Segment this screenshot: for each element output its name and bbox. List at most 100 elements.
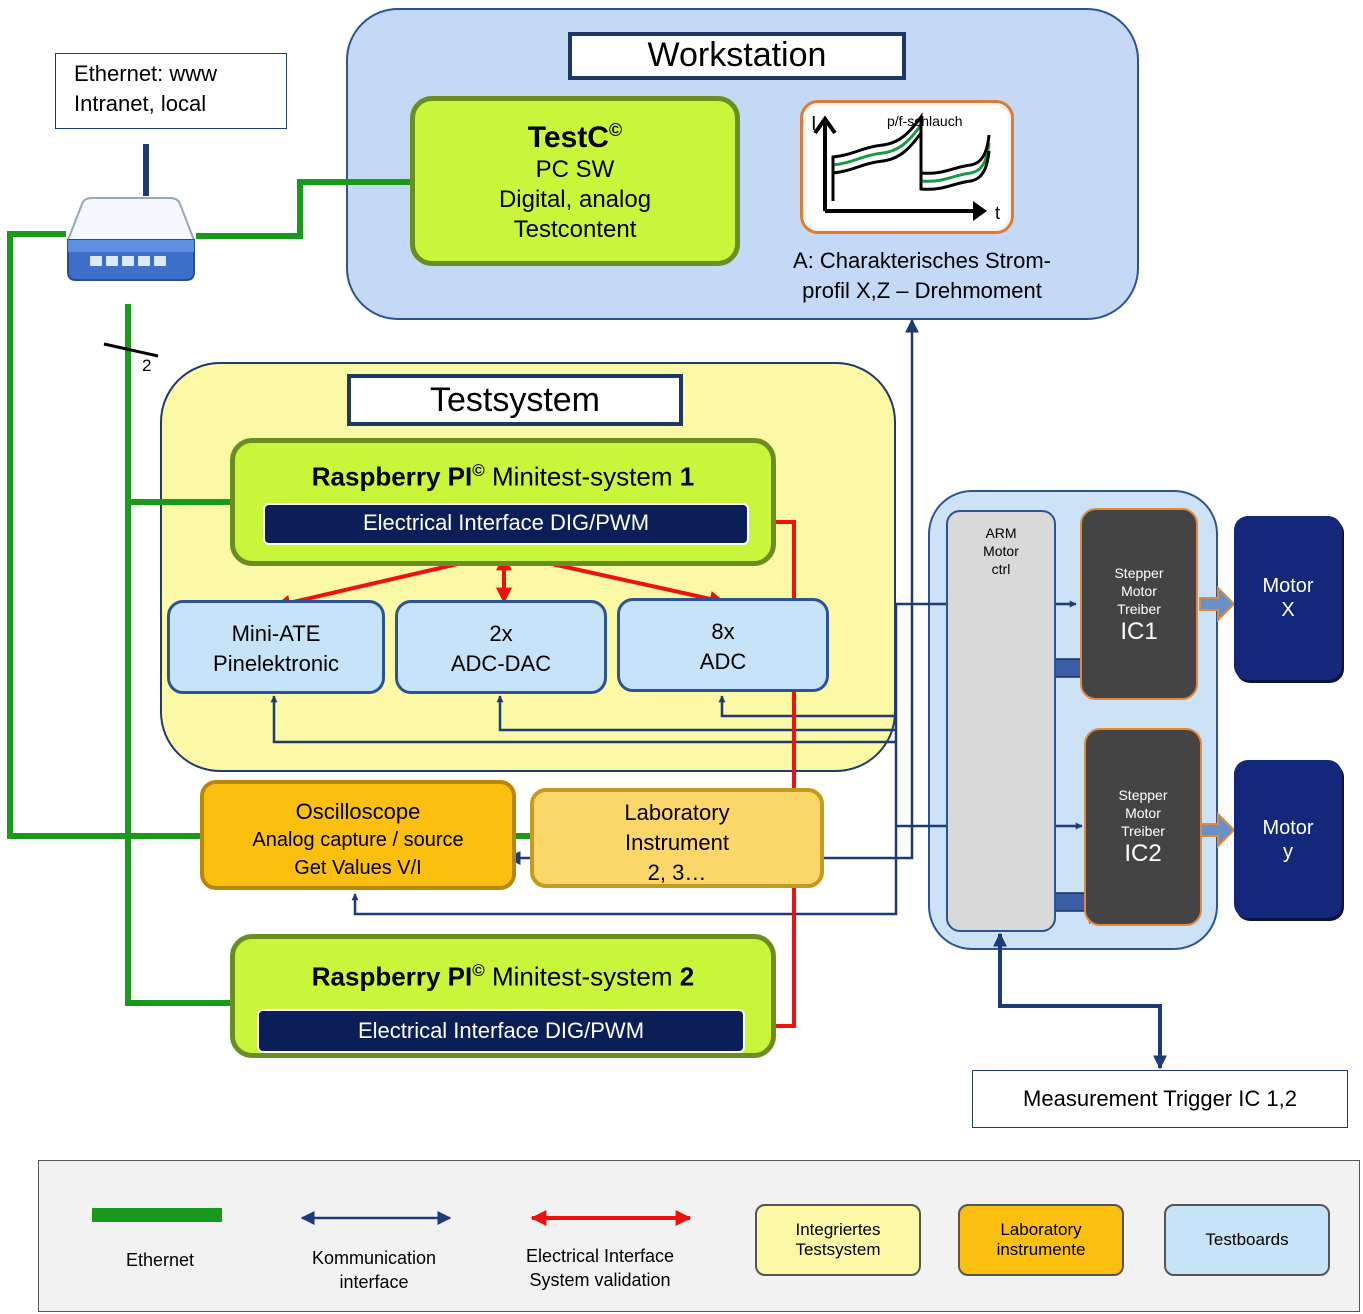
oscilloscope-line1: Oscilloscope: [295, 799, 421, 824]
laboratory-instrument-box: Laboratory Instrument 2, 3…: [530, 788, 824, 888]
rpi1-title: Raspberry PI© Minitest-system 1: [235, 461, 771, 493]
ic-motor-arrows: [1199, 585, 1236, 849]
comm-to-adc: [718, 695, 896, 718]
legend-ethernet-label: Ethernet: [125, 1250, 195, 1270]
workstation-title: Workstation: [568, 32, 906, 80]
rpi1-text: Minitest-system: [484, 461, 680, 492]
stepper-driver-ic2: Stepper Motor Treiber IC2: [1084, 728, 1202, 926]
ic1-line2: Motor: [1121, 583, 1157, 599]
graph-caption-line1: A: Charakterisches Strom-: [793, 248, 1051, 273]
arm-line1: ARM: [985, 525, 1017, 541]
rpi2-text: Minitest-system: [484, 961, 680, 992]
rpi1-electrical-interface: Electrical Interface DIG/PWM: [263, 503, 749, 545]
comm-arm-trigger: [993, 932, 1167, 1070]
graph-curve-label: p/f-schlauch: [887, 113, 963, 129]
legend-laboratory-line2: instrumente: [996, 1240, 1086, 1259]
testc-line3: Digital, analog: [498, 186, 652, 213]
ethernet-router-to-testc: [196, 179, 416, 239]
ethernet-line1: Ethernet: www: [74, 61, 218, 86]
ic2-line2: Motor: [1125, 805, 1161, 821]
motor-x-line1: Motor: [1262, 575, 1314, 597]
rpi1-copyright: ©: [472, 461, 485, 480]
current-profile-graph: I t p/f-schlauch: [800, 100, 1014, 234]
oscilloscope-line2: Analog capture / source: [252, 829, 464, 851]
measurement-trigger-box: Measurement Trigger IC 1,2: [972, 1070, 1348, 1128]
adcdac-line1: 2x: [489, 621, 513, 646]
legend-integriertes-line1: Integriertes: [795, 1220, 881, 1239]
rpi1-num: 1: [679, 461, 695, 492]
rpi2-electrical-interface: Electrical Interface DIG/PWM: [257, 1009, 745, 1053]
rpi1-brand: Raspberry PI: [311, 461, 473, 492]
comm-to-miniate: [270, 695, 896, 744]
legend-integriertes-box: Integriertes Testsystem: [755, 1204, 921, 1276]
testc-software-box: TestC© PC SW Digital, analog Testcontent: [410, 96, 740, 266]
testc-name: TestC: [527, 121, 609, 154]
ic1-line3: Treiber: [1117, 601, 1161, 617]
legend-laboratory-box: Laboratory instrumente: [958, 1204, 1124, 1276]
legend-panel: [38, 1160, 1360, 1312]
testc-title: TestC©: [415, 113, 735, 155]
ethernet-line2: Intranet, local: [74, 91, 207, 116]
testc-line4: Testcontent: [513, 216, 637, 243]
ic2-line4: IC2: [1124, 840, 1162, 867]
ethernet-router-to-oscilloscope: [7, 231, 204, 839]
rpi2-brand: Raspberry PI: [311, 961, 473, 992]
legend-testboards-label: Testboards: [1205, 1230, 1289, 1249]
ic1-motor-x-arrow: [1199, 585, 1236, 623]
network-router-icon: [66, 197, 196, 281]
adc-dac-board: 2x ADC-DAC: [395, 600, 607, 694]
ic2-line3: Treiber: [1121, 823, 1165, 839]
graph-x-label: t: [995, 203, 1001, 223]
raspberry-pi-2-box: Raspberry PI© Minitest-system 2 Electric…: [230, 934, 776, 1058]
legend-elec-label: Electrical Interface System validation: [500, 1244, 700, 1292]
ic2-motor-y-arrow: [1199, 811, 1236, 849]
miniate-line2: Pinelektronic: [213, 651, 339, 676]
ic2-line1: Stepper: [1118, 787, 1168, 803]
adc-line1: 8x: [711, 619, 735, 644]
adc-board: 8x ADC: [617, 598, 829, 692]
graph-caption-line2: profil X,Z – Drehmoment: [802, 278, 1042, 303]
legend-comm-line1: Kommunication: [311, 1248, 437, 1268]
testc-copyright: ©: [608, 120, 623, 140]
bus-slash: [103, 342, 159, 358]
mini-ate-board: Mini-ATE Pinelektronic: [167, 600, 385, 694]
comm-to-adcdac: [496, 695, 896, 732]
motor-y-line1: Motor: [1262, 817, 1314, 839]
stepper-driver-ic1: Stepper Motor Treiber IC1: [1080, 508, 1198, 700]
arm-line3: ctrl: [991, 561, 1011, 577]
graph-caption: A: Charakterisches Strom- profil X,Z – D…: [752, 246, 1092, 306]
testc-line2: PC SW: [535, 156, 615, 183]
rpi2-copyright: ©: [472, 961, 485, 980]
motor-x: Motor X: [1234, 516, 1342, 680]
lab-line2: Instrument: [625, 830, 729, 855]
arm-motor-controller: ARM Motor ctrl: [946, 510, 1056, 932]
testsystem-title: Testsystem: [347, 374, 683, 426]
ethernet-info-box: Ethernet: www Intranet, local: [55, 53, 287, 129]
legend-testboards-box: Testboards: [1164, 1204, 1330, 1276]
lab-line3: 2, 3…: [647, 860, 707, 885]
ethernet-router-to-rpi: [125, 304, 232, 1006]
oscilloscope-line3: Get Values V/I: [294, 857, 422, 879]
oscilloscope-box: Oscilloscope Analog capture / source Get…: [200, 780, 516, 890]
rpi2-num: 2: [679, 961, 695, 992]
legend-laboratory-line1: Laboratory: [1000, 1220, 1082, 1239]
legend-comm-line2: interface: [339, 1272, 409, 1292]
lab-line1: Laboratory: [624, 800, 730, 825]
rpi2-title: Raspberry PI© Minitest-system 2: [235, 961, 771, 993]
legend-elec-line1: Electrical Interface: [525, 1246, 675, 1266]
current-profile-plot: [813, 112, 991, 221]
graph-y-label: I: [811, 113, 817, 135]
adc-line2: ADC: [699, 649, 747, 674]
legend-ethernet-line: [92, 1208, 222, 1222]
raspberry-pi-1-box: Raspberry PI© Minitest-system 1 Electric…: [230, 438, 776, 566]
motor-y-line2: y: [1283, 841, 1293, 863]
motor-y: Motor y: [1234, 760, 1342, 918]
ic1-line4: IC1: [1120, 618, 1158, 645]
ic1-line1: Stepper: [1114, 565, 1164, 581]
legend-integriertes-line2: Testsystem: [795, 1240, 881, 1259]
legend-comm-label: Kommunication interface: [290, 1246, 458, 1294]
motor-x-line2: X: [1281, 599, 1295, 621]
bus-width-label: 2: [142, 356, 152, 375]
miniate-line1: Mini-ATE: [231, 621, 321, 646]
